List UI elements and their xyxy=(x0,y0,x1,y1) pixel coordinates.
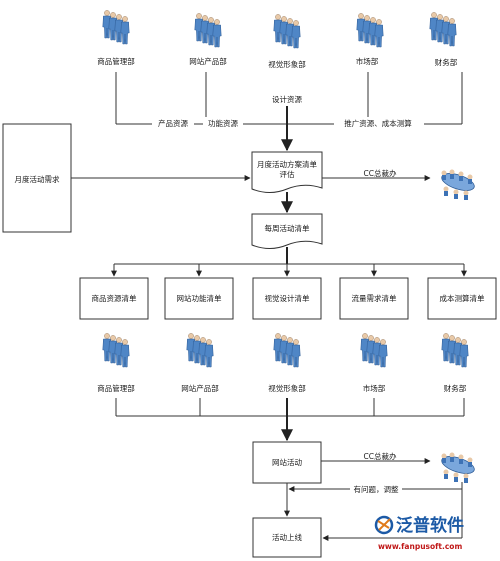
dept-label: 网站产品部 xyxy=(181,383,219,393)
people-icon xyxy=(361,333,387,367)
site-activity-label: 网站活动 xyxy=(272,457,302,467)
feedback-label: 有问题，调整 xyxy=(354,484,399,494)
site-activity-box xyxy=(252,441,322,484)
dept-label: 市场部 xyxy=(356,56,379,66)
resource-lines: 产品资源 功能资源 设计资源 推广资源、成本测算 xyxy=(115,72,463,152)
dept-label: 商品管理部 xyxy=(97,383,135,393)
list-box xyxy=(252,277,322,320)
dept-label: 财务部 xyxy=(444,383,467,393)
launch-box xyxy=(252,517,322,558)
people-icon xyxy=(442,333,468,367)
dept-label: 财务部 xyxy=(435,57,458,67)
list-label: 流量需求清单 xyxy=(352,293,397,303)
design-resource-label: 设计资源 xyxy=(272,94,302,104)
cc-boss-label: CC总裁办 xyxy=(364,451,397,461)
people-icon xyxy=(357,13,383,47)
list-box xyxy=(427,277,497,320)
product-resource-label: 产品资源 xyxy=(158,118,188,128)
cc-boss-label: CC总裁办 xyxy=(364,168,397,178)
dept-label: 网站产品部 xyxy=(189,56,227,66)
list-label: 商品资源清单 xyxy=(92,293,137,303)
monthly-plan-label: 月度活动方案清单 xyxy=(257,159,317,169)
list-label: 视觉设计清单 xyxy=(265,293,310,303)
dept-label: 商品管理部 xyxy=(97,56,135,66)
fanpusoft-logo: 泛普软件 www.fanpusoft.com xyxy=(374,515,464,551)
top-departments: 商品管理部 网站产品部 视觉形象部 市场部 财务部 xyxy=(97,10,458,69)
list-label: 网站功能清单 xyxy=(177,293,222,303)
list-box xyxy=(164,277,234,320)
meeting-icon xyxy=(439,169,477,201)
monthly-demand-box xyxy=(2,123,72,233)
function-resource-label: 功能资源 xyxy=(208,118,238,128)
people-icon xyxy=(195,13,221,47)
dept-label: 视觉形象部 xyxy=(268,59,306,69)
list-box xyxy=(339,277,409,320)
feedback-loop: 有问题，调整 xyxy=(288,482,463,494)
bottom-merge-lines xyxy=(115,398,465,442)
people-icon xyxy=(274,14,300,48)
list-box xyxy=(79,277,149,320)
list-label: 成本测算清单 xyxy=(440,293,485,303)
list-distribution xyxy=(111,247,467,277)
weekly-list-doc xyxy=(251,213,323,249)
people-icon xyxy=(430,12,456,46)
monthly-demand-label: 月度活动需求 xyxy=(15,174,60,184)
monthly-plan-doc xyxy=(251,151,323,193)
logo-name: 泛普软件 xyxy=(396,515,464,536)
dept-label: 视觉形象部 xyxy=(268,383,306,393)
promotion-cost-label: 推广资源、成本测算 xyxy=(344,118,412,128)
bottom-departments: 商品管理部 网站产品部 视觉形象部 市场部 财务部 xyxy=(97,333,468,393)
people-icon xyxy=(103,10,129,44)
dept-label: 市场部 xyxy=(363,383,386,393)
launch-label: 活动上线 xyxy=(272,532,302,542)
logo-url: www.fanpusoft.com xyxy=(378,542,462,551)
people-icon xyxy=(103,333,129,367)
monthly-plan-label-2: 评估 xyxy=(280,169,295,179)
meeting-icon xyxy=(439,452,477,484)
people-icon xyxy=(274,333,300,367)
weekly-list-label: 每周活动清单 xyxy=(265,223,310,233)
list-boxes: 商品资源清单 网站功能清单 视觉设计清单 流量需求清单 成本测算清单 xyxy=(79,277,497,320)
people-icon xyxy=(187,333,213,367)
